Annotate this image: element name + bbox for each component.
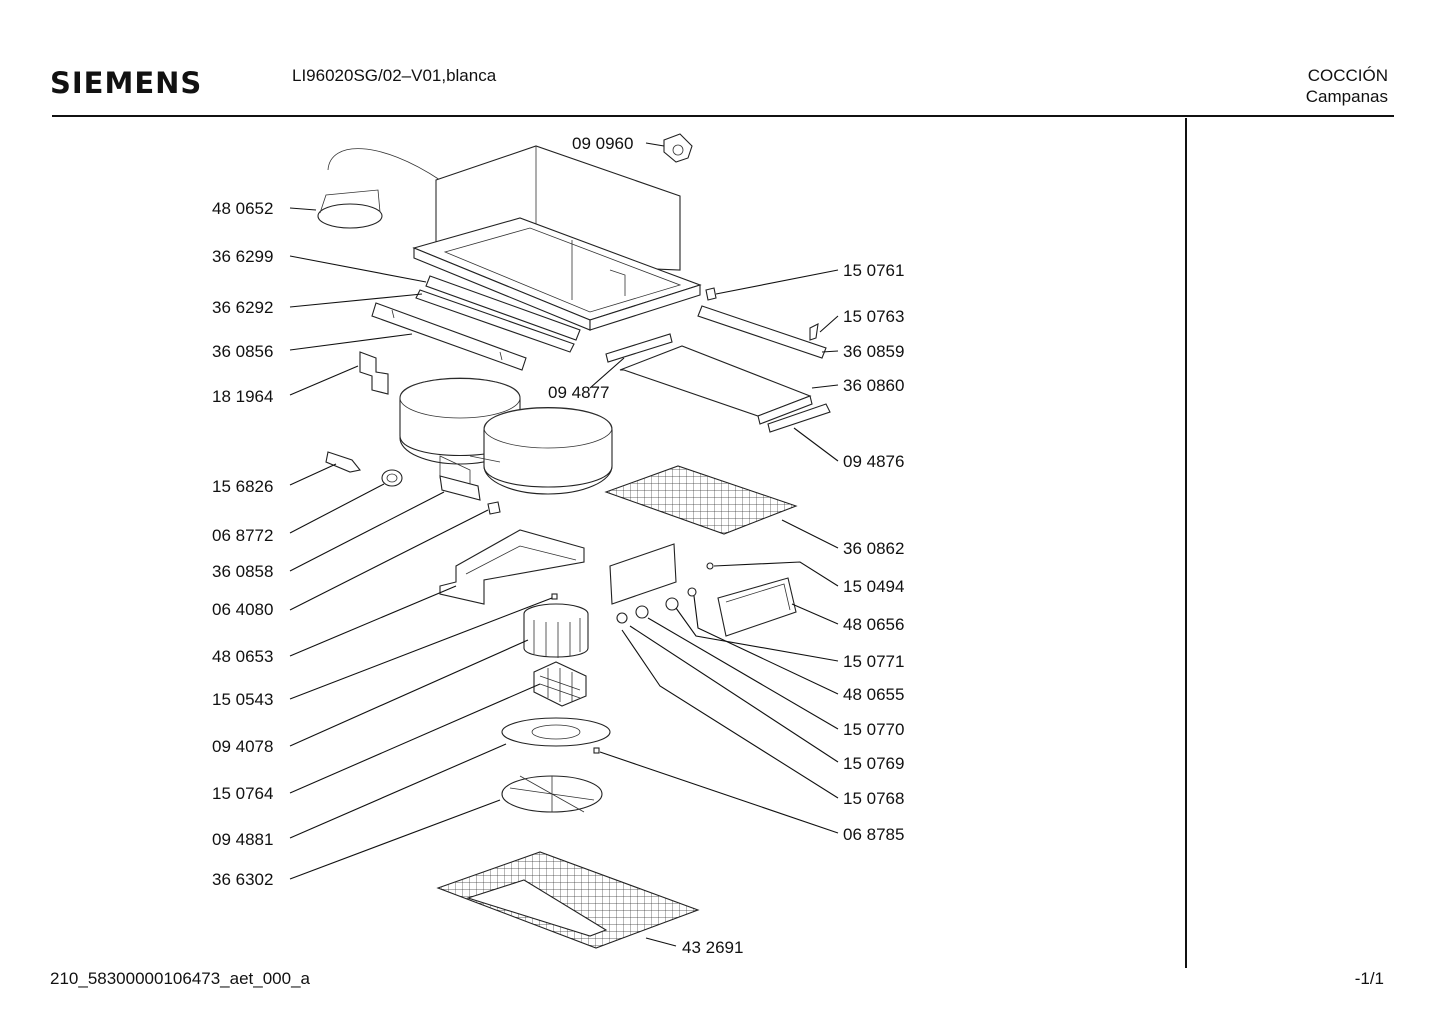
label-181964: 18 1964 (212, 387, 273, 406)
label-150770: 15 0770 (843, 720, 904, 739)
label-360862: 36 0862 (843, 539, 904, 558)
label-150771: 15 0771 (843, 652, 904, 671)
label-366292: 36 6292 (212, 298, 273, 317)
label-068772: 06 8772 (212, 526, 273, 545)
front-rails (371, 275, 581, 371)
label-480652: 48 0652 (212, 199, 273, 218)
label-068785: 06 8785 (843, 825, 904, 844)
label-150543: 15 0543 (212, 690, 273, 709)
label-150768: 15 0768 (843, 789, 904, 808)
label-150761: 15 0761 (843, 261, 904, 280)
connector-part (663, 133, 693, 163)
motor-bracket (439, 529, 585, 605)
label-150764: 15 0764 (212, 784, 273, 803)
label-064080: 06 4080 (212, 600, 273, 619)
hood-housing (327, 145, 702, 331)
part-labels: 09 0960 48 0652 36 6299 36 6292 36 0856 … (212, 134, 904, 957)
label-094877: 09 4877 (548, 383, 609, 402)
label-480656: 48 0656 (843, 615, 904, 634)
model-title: LI96020SG/02–V01,blanca (292, 66, 497, 85)
label-156826: 15 6826 (212, 477, 273, 496)
header-rule (52, 115, 1394, 117)
label-432691: 43 2691 (682, 938, 743, 957)
document-id: 210_58300000106473_aet_000_a (50, 969, 310, 988)
small-bracket (359, 351, 389, 395)
fan-housings (399, 377, 613, 495)
fan-wheel (523, 593, 589, 658)
subcategory-label: Campanas (1305, 87, 1388, 106)
category-label: COCCIÓN (1307, 66, 1388, 85)
grease-filter-top (604, 465, 798, 535)
label-094078: 09 4078 (212, 737, 273, 756)
label-094881: 09 4881 (212, 830, 273, 849)
air-guide (501, 775, 603, 813)
label-480655: 48 0655 (843, 685, 904, 704)
cylinder-part (317, 189, 383, 229)
brand-logo: SIEMENS (50, 66, 203, 100)
label-090960: 09 0960 (572, 134, 633, 153)
label-360858: 36 0858 (212, 562, 273, 581)
label-094876: 09 4876 (843, 452, 904, 471)
label-150769: 15 0769 (843, 754, 904, 773)
fan-motor (533, 661, 587, 707)
label-360859: 36 0859 (843, 342, 904, 361)
side-rails (605, 287, 831, 433)
label-150494: 15 0494 (843, 577, 904, 596)
control-box (609, 543, 797, 637)
page-number: -1/1 (1354, 969, 1384, 988)
label-480653: 48 0653 (212, 647, 273, 666)
lamp-parts (325, 451, 501, 515)
label-150763: 15 0763 (843, 307, 904, 326)
label-360856: 36 0856 (212, 342, 273, 361)
motor-plate (501, 717, 611, 754)
grease-filter-bottom (436, 851, 700, 949)
leader-lines (289, 142, 839, 947)
label-366299: 36 6299 (212, 247, 273, 266)
label-366302: 36 6302 (212, 870, 273, 889)
side-rule (1185, 118, 1187, 968)
label-360860: 36 0860 (843, 376, 904, 395)
